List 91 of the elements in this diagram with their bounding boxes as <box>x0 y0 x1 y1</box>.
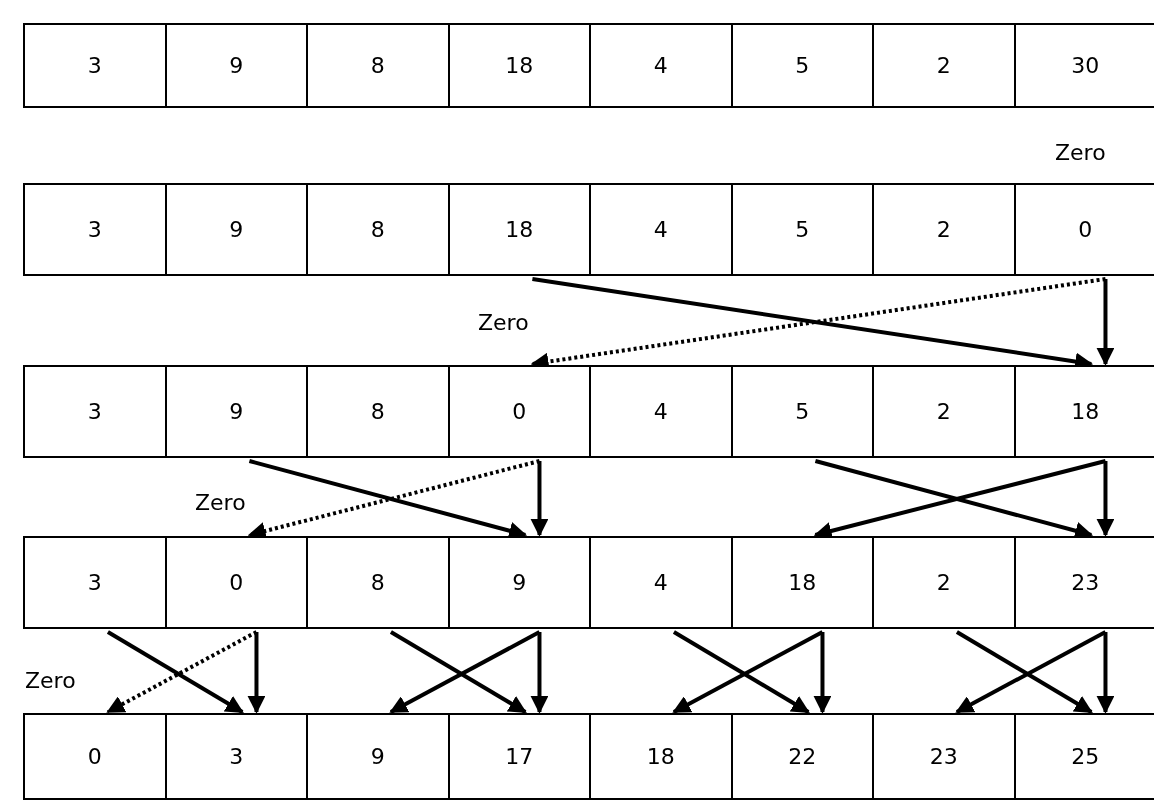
cell-value: 2 <box>936 217 951 242</box>
annotation-text: Zero <box>195 490 246 515</box>
array-cell <box>872 365 1016 458</box>
array-cell <box>306 713 450 800</box>
cell-value: 3 <box>229 744 244 769</box>
array-cell <box>730 23 874 108</box>
array-cell <box>23 713 167 800</box>
array-cell <box>164 23 308 108</box>
array-cell <box>872 23 1016 108</box>
cell-value: 3 <box>87 217 102 242</box>
annotation-text: Zero <box>1055 140 1106 165</box>
cell-value: 17 <box>505 744 534 769</box>
cell-value: 18 <box>788 570 817 595</box>
array-cell <box>589 183 733 276</box>
cell-value: 4 <box>653 570 668 595</box>
cell-value: 18 <box>505 53 534 78</box>
array-cell <box>1013 365 1154 458</box>
array-cell <box>164 183 308 276</box>
array-cell <box>1013 713 1154 800</box>
array-cell <box>1013 23 1154 108</box>
cell-value: 2 <box>936 399 951 424</box>
arrow <box>1096 279 1115 366</box>
array-cell <box>589 23 733 108</box>
cell-value: 23 <box>929 744 958 769</box>
cell-value: 3 <box>87 399 102 424</box>
cell-value: 0 <box>1078 217 1093 242</box>
cell-value: 2 <box>936 53 951 78</box>
cell-value: 8 <box>370 217 385 242</box>
array-cell <box>589 365 733 458</box>
array-cell <box>730 536 874 629</box>
array-cell <box>1013 183 1154 276</box>
array-cell <box>164 536 308 629</box>
cell-value: 2 <box>936 570 951 595</box>
array-cell <box>447 183 591 276</box>
cell-value: 30 <box>1071 53 1100 78</box>
array-cell <box>164 713 308 800</box>
arrow <box>530 461 549 537</box>
array-cell <box>23 365 167 458</box>
cell-value: 3 <box>87 570 102 595</box>
array-cell <box>306 183 450 276</box>
arrow <box>1096 461 1115 537</box>
cell-value: 23 <box>1071 570 1100 595</box>
array-cell <box>447 713 591 800</box>
arrow <box>813 632 832 714</box>
arrow <box>247 632 266 714</box>
array-cell <box>872 536 1016 629</box>
cell-value: 9 <box>229 399 244 424</box>
cell-value: 18 <box>646 744 675 769</box>
cell-value: 18 <box>505 217 534 242</box>
array-cell <box>306 23 450 108</box>
array-cell <box>730 183 874 276</box>
cell-value: 9 <box>229 53 244 78</box>
cell-value: 4 <box>653 53 668 78</box>
cell-value: 8 <box>370 399 385 424</box>
cell-value: 9 <box>512 570 527 595</box>
array-cell <box>306 365 450 458</box>
cell-value: 0 <box>512 399 527 424</box>
array-cell <box>23 23 167 108</box>
cell-value: 9 <box>229 217 244 242</box>
cell-value: 0 <box>87 744 102 769</box>
annotation-text: Zero <box>478 310 529 335</box>
array-cell <box>730 713 874 800</box>
arrow <box>1096 632 1115 714</box>
array-cell <box>23 536 167 629</box>
cell-value: 0 <box>229 570 244 595</box>
arrow <box>530 632 549 714</box>
cell-value: 4 <box>653 399 668 424</box>
array-cell <box>23 183 167 276</box>
cell-value: 8 <box>370 570 385 595</box>
array-cell <box>872 183 1016 276</box>
cell-value: 5 <box>795 399 810 424</box>
array-cell <box>164 365 308 458</box>
array-cell <box>306 536 450 629</box>
cell-value: 22 <box>788 744 817 769</box>
cell-value: 8 <box>370 53 385 78</box>
annotation-text: Zero <box>25 668 76 693</box>
array-cell <box>589 536 733 629</box>
array-cell <box>447 536 591 629</box>
cell-value: 4 <box>653 217 668 242</box>
cell-value: 25 <box>1071 744 1100 769</box>
array-cell <box>1013 536 1154 629</box>
cell-value: 3 <box>87 53 102 78</box>
array-cell <box>447 365 591 458</box>
array-cell <box>730 365 874 458</box>
array-cell <box>589 713 733 800</box>
cell-value: 5 <box>795 217 810 242</box>
array-cell <box>872 713 1016 800</box>
array-cell <box>447 23 591 108</box>
cell-value: 18 <box>1071 399 1100 424</box>
cell-value: 9 <box>370 744 385 769</box>
cell-value: 5 <box>795 53 810 78</box>
